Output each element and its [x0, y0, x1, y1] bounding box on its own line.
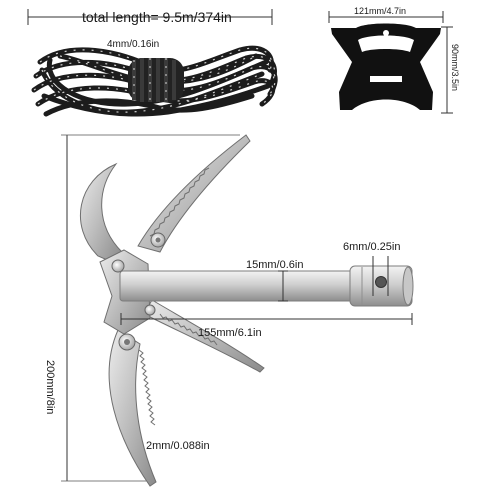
rope-section: total length= 9.5m/374in 4mm/0.16in [27, 9, 278, 117]
bracket-section: 121mm/4.7in 90mm/3.5in [328, 6, 460, 114]
rope-diameter-label: 4mm/0.16in [107, 39, 159, 50]
shaft-diameter-label: 15mm/0.6in [246, 259, 303, 271]
pivot-pin-lower-right [144, 304, 156, 316]
bracket-height-label: 90mm/3.5in [450, 44, 460, 91]
total-length-label: total length= 9.5m/374in [82, 9, 232, 25]
hook-shaft [119, 270, 355, 302]
rope-winder-bracket-icon [331, 23, 441, 110]
blade-lower-right [143, 299, 265, 373]
total-height-label: 200mm/8in [44, 360, 56, 414]
rope-coil-icon [31, 45, 278, 117]
shaft-length-label: 155mm/6.1in [198, 327, 262, 339]
blade-thickness-label: 2mm/0.088in [146, 440, 210, 452]
rope-wrap [128, 58, 184, 102]
rope-hole [375, 276, 387, 288]
blade-lower [108, 329, 157, 487]
shaft-end-cap [402, 266, 414, 306]
blade-upper-right [137, 134, 251, 253]
hole-diameter-label: 6mm/0.25in [343, 241, 400, 253]
grappling-hook-icon [79, 134, 414, 487]
pivot-pin-upper-left [111, 259, 125, 273]
bracket-width-label: 121mm/4.7in [354, 6, 406, 16]
hook-section: 200mm/8in [44, 134, 414, 487]
blade-upper-left [79, 162, 123, 263]
